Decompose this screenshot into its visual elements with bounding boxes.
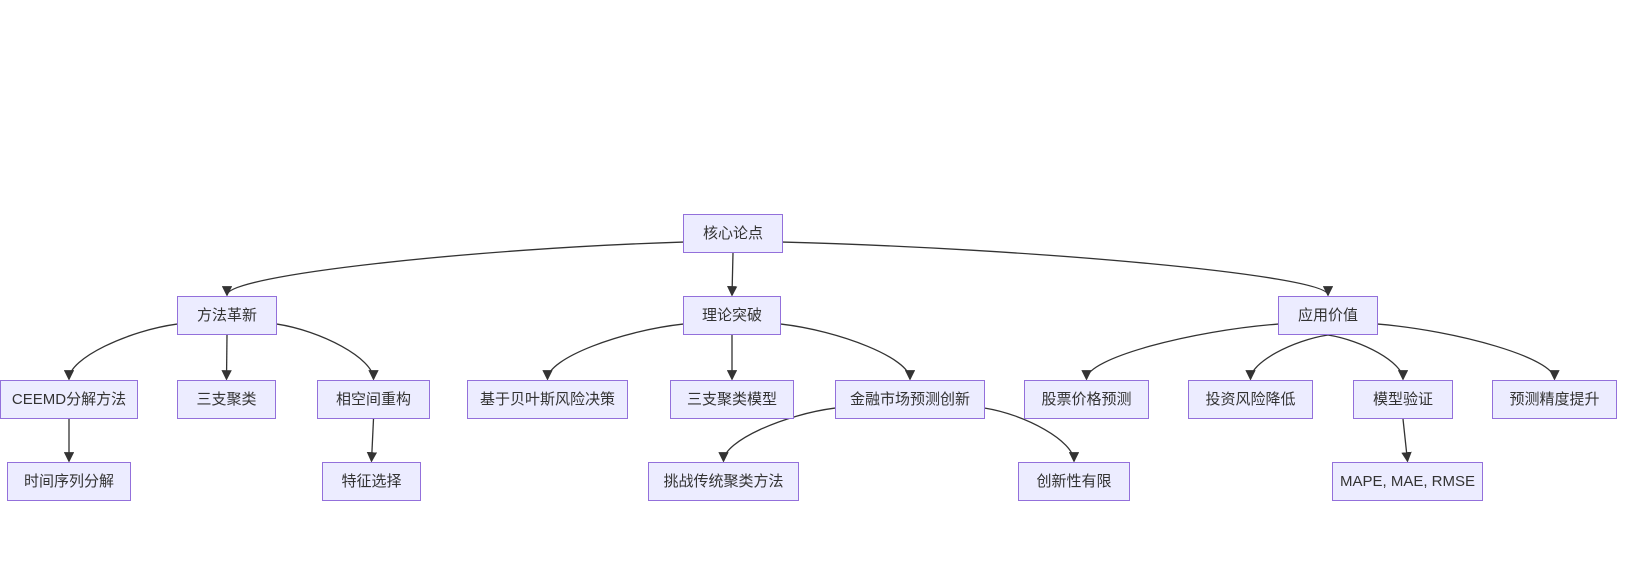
edge-value-to-invest (1245, 334, 1329, 381)
node-forecast-precision-improvement: 预测精度提升 (1492, 380, 1617, 419)
node-ceemd-decomposition: CEEMD分解方法 (0, 380, 138, 419)
node-phase-space-reconstruction: 相空间重构 (317, 380, 430, 419)
edge-modelval-to-mape (1401, 418, 1412, 463)
node-theory-breakthrough: 理论突破 (683, 296, 781, 335)
node-stock-price-prediction: 股票价格预测 (1024, 380, 1149, 419)
node-feature-selection: 特征选择 (322, 462, 421, 501)
edge-theory-to-fin (780, 323, 916, 381)
node-mape-mae-rmse-metrics: MAPE, MAE, RMSE (1332, 462, 1483, 501)
node-application-value: 应用价值 (1278, 296, 1378, 335)
edge-theory-to-bayes (542, 323, 684, 381)
node-challenge-traditional-clustering: 挑战传统聚类方法 (648, 462, 799, 501)
edge-method-to-threeway (221, 334, 232, 381)
edge-value-to-modelval (1327, 334, 1409, 381)
node-investment-risk-reduction: 投资风险降低 (1188, 380, 1313, 419)
edge-value-to-stock (1081, 323, 1279, 381)
edge-value-to-precision (1377, 323, 1560, 381)
node-limited-innovation: 创新性有限 (1018, 462, 1130, 501)
edge-core-to-method (221, 241, 684, 297)
edge-phase-to-feature (366, 418, 378, 463)
edge-core-to-theory (727, 252, 738, 297)
node-core-thesis: 核心论点 (683, 214, 783, 253)
node-time-series-decomposition: 时间序列分解 (7, 462, 131, 501)
node-three-way-clustering-model: 三支聚类模型 (670, 380, 794, 419)
node-model-validation: 模型验证 (1353, 380, 1453, 419)
node-bayesian-risk-decision: 基于贝叶斯风险决策 (467, 380, 628, 419)
edge-method-to-ceemd (63, 323, 178, 381)
edge-core-to-value (782, 241, 1334, 297)
node-financial-market-forecast-innovation: 金融市场预测创新 (835, 380, 985, 419)
edge-method-to-phase (276, 323, 379, 381)
node-three-way-clustering: 三支聚类 (177, 380, 276, 419)
node-method-innovation: 方法革新 (177, 296, 277, 335)
